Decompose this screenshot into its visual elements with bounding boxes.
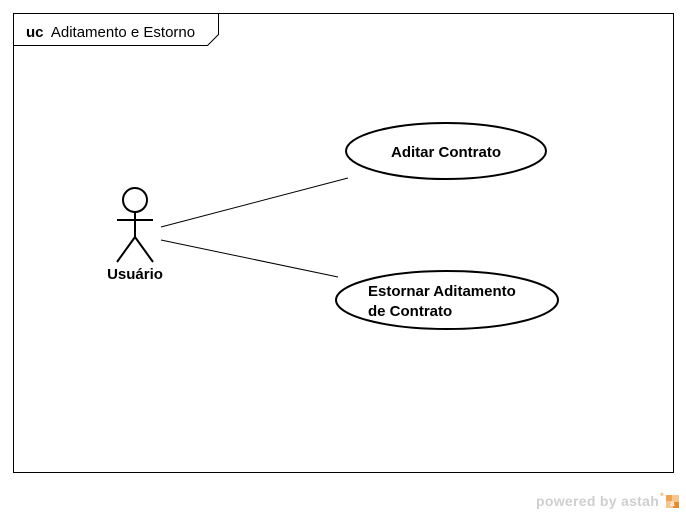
use-case-estornar-aditamento[interactable]: Estornar Aditamento de Contrato [335, 270, 559, 330]
svg-text:a: a [670, 499, 675, 508]
astah-logo-icon: a [665, 494, 679, 508]
astah-watermark: powered by astah * a [536, 491, 679, 511]
watermark-star: * [660, 491, 664, 501]
use-case-label-line-1: Estornar Aditamento [368, 283, 516, 300]
actor-left-leg [116, 236, 136, 263]
use-case-label-line-2: de Contrato [368, 303, 452, 320]
frame-name: Aditamento e Estorno [51, 24, 195, 41]
association-aditar[interactable] [160, 177, 349, 228]
actor-usuario[interactable] [116, 187, 154, 263]
diagram-frame [13, 13, 674, 473]
use-case-aditar-contrato[interactable]: Aditar Contrato [345, 122, 547, 180]
association-estornar[interactable] [160, 239, 339, 278]
use-case-label: Aditar Contrato [391, 144, 501, 161]
use-case-ellipse [345, 122, 547, 180]
frame-keyword: uc [26, 24, 44, 41]
watermark-text: powered by astah [536, 493, 660, 509]
frame-title: uc Aditamento e Estorno [26, 24, 195, 41]
actor-head [122, 187, 148, 213]
frame-title-tab [13, 13, 219, 46]
actor-name: Usuário [107, 266, 163, 283]
actor-right-leg [134, 236, 154, 263]
use-case-ellipse [335, 270, 559, 330]
